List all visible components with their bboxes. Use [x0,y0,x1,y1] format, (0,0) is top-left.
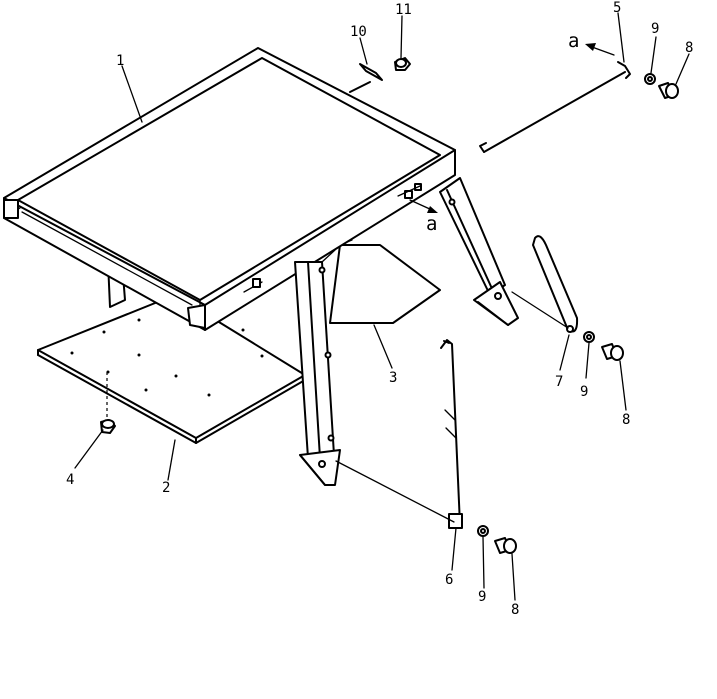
label-a-mid: a [426,213,437,235]
label-9-top: 9 [651,21,659,37]
label-3: 3 [389,370,397,386]
front-right-leg [294,249,341,486]
label-8-mid: 8 [622,412,630,428]
label-2: 2 [162,480,170,496]
rod-5 [479,61,631,153]
nut-11 [394,57,411,71]
rear-plate [329,239,441,324]
label-7: 7 [555,374,563,390]
label-6: 6 [445,572,453,588]
arrow-a-top [585,43,615,56]
label-11: 11 [395,2,412,18]
plate-10 [359,63,383,81]
label-5: 5 [613,0,621,16]
right-rear-leg [439,177,519,326]
label-4: 4 [66,472,74,488]
arrow-a-mid [409,199,438,213]
washer-9-low [477,525,489,537]
nut-4 [100,372,116,434]
label-8-top: 8 [685,40,693,56]
washer-9-top [644,73,656,85]
floor-plate [37,294,306,444]
bracket-7 [532,235,579,333]
assembly-lines [335,291,569,523]
label-1: 1 [116,53,124,69]
canopy-top [3,47,456,331]
label-8-low: 8 [511,602,519,618]
bracket-6 [440,339,463,529]
label-9-low: 9 [478,589,486,605]
bolt-8-top [658,82,679,99]
bolt-8-low [494,537,517,554]
part-labels: 1 2 3 4 5 6 7 8 8 8 9 9 9 10 11 a a [66,0,693,618]
bolt-8-mid [601,343,624,361]
floor-plate-holes [70,318,264,397]
washer-9-mid [583,331,595,343]
leader-lines [74,12,690,601]
label-9-mid: 9 [580,384,588,400]
label-10: 10 [350,24,367,40]
label-a-top: a [568,30,579,52]
